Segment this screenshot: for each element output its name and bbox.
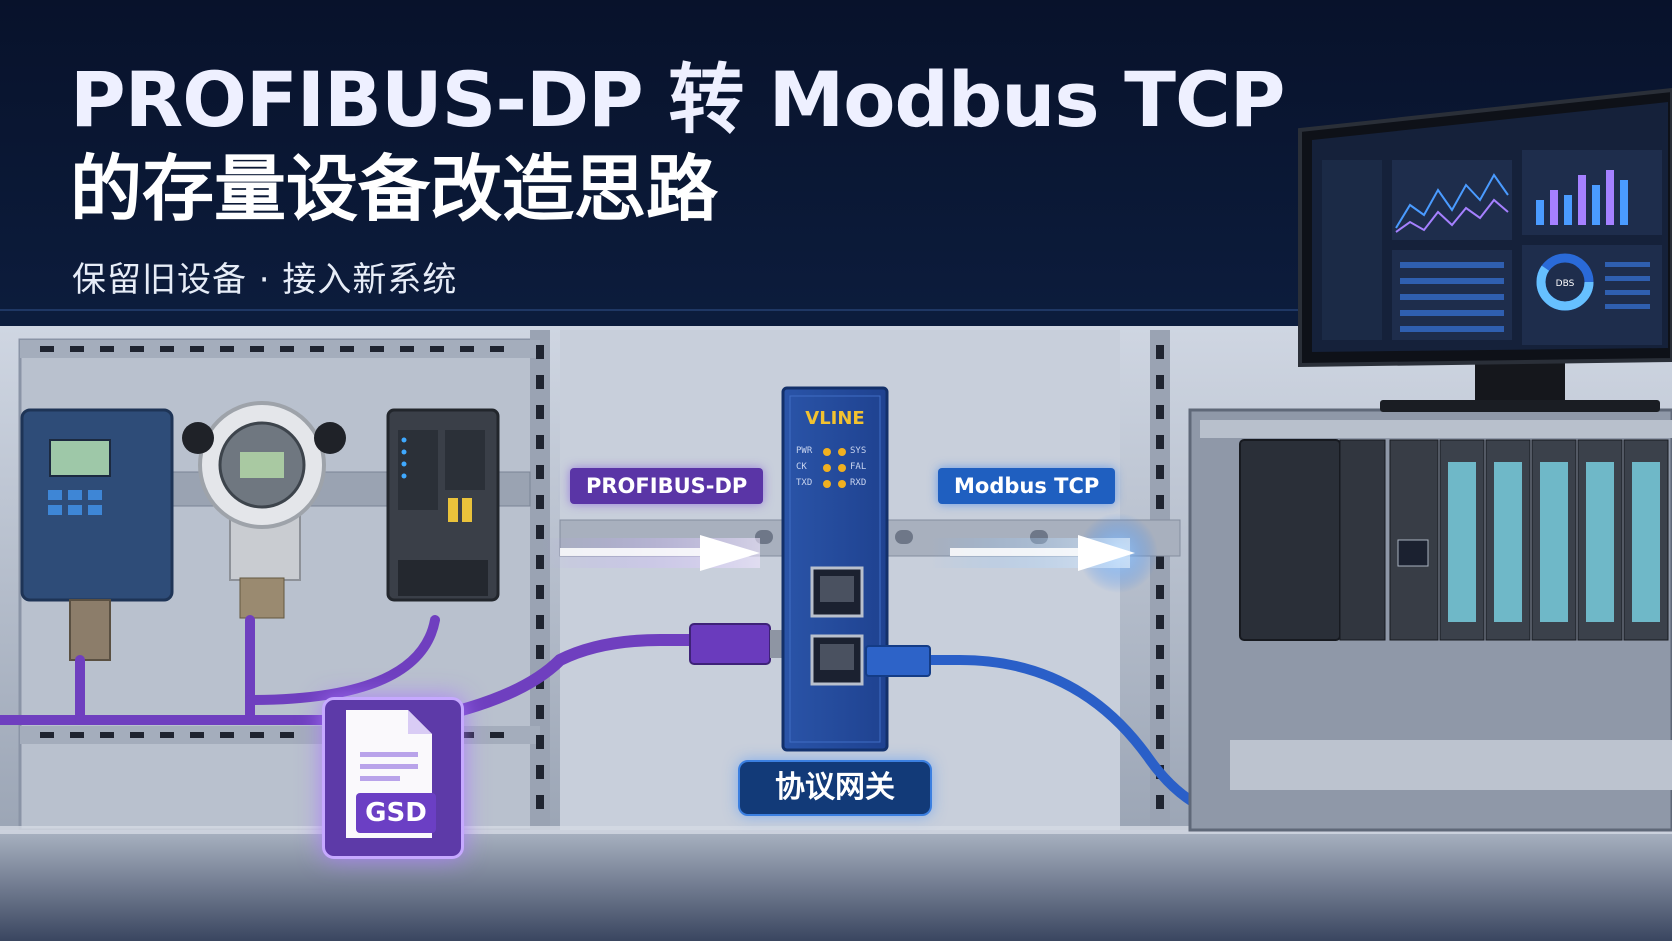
ethernet-connector — [865, 645, 931, 677]
protocol-gateway-device — [781, 386, 889, 752]
page-title-line2: 的存量设备改造思路 — [70, 147, 719, 231]
gsd-label: GSD — [356, 793, 436, 833]
field-device-transmitter-round — [182, 401, 346, 619]
page-title: PROFIBUS-DP 转 Modbus TCP — [70, 55, 1285, 144]
modbus-tcp-tag: Modbus TCP — [938, 468, 1116, 504]
page-subtitle: 保留旧设备 · 接入新系统 — [72, 260, 458, 300]
led-label-rxd: RXD — [850, 478, 867, 488]
led-label-txd: TXD — [796, 478, 813, 488]
title-block: PROFIBUS-DP 转 Modbus TCP 的存量设备改造思路 — [70, 55, 1285, 233]
profibus-signal-arrow — [540, 535, 760, 571]
modbus-signal-arrow — [930, 513, 1158, 593]
led-label-pwr: PWR — [796, 446, 813, 456]
monitor-donut-label: DBS — [1556, 279, 1575, 289]
hmi-monitor — [1298, 87, 1672, 412]
field-device-transmitter-blue — [20, 408, 174, 661]
field-device-io-module — [386, 408, 500, 602]
profibus-cable — [0, 615, 696, 726]
led-label-ck: CK — [796, 462, 807, 472]
cabinet-floor — [0, 830, 1672, 941]
gateway-caption: 协议网关 — [738, 760, 932, 816]
led-label-sys: SYS — [850, 446, 867, 456]
plc-rack — [1188, 408, 1672, 832]
led-label-fal: FAL — [850, 462, 867, 472]
profibus-dp-tag: PROFIBUS-DP — [570, 468, 764, 504]
gateway-brand-label: VLINE — [805, 408, 865, 429]
